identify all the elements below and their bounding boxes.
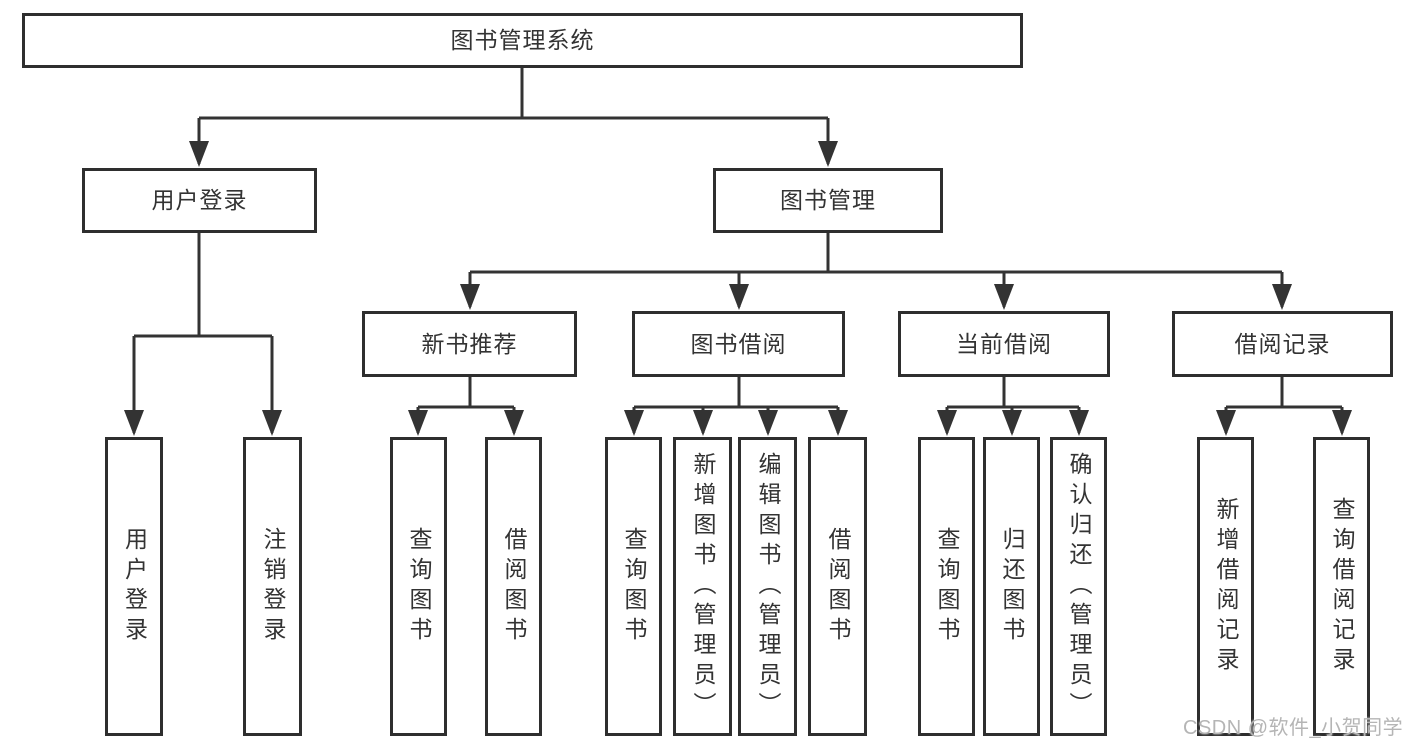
leaf-user-login-label: 用户登录	[121, 526, 148, 647]
arrow-to-br-add-record	[1216, 410, 1236, 436]
arrow-to-current-borrow	[994, 284, 1014, 310]
leaf-bb-query-books: 查询图书	[605, 437, 662, 736]
connector-borrow-records-to-leaves	[1224, 377, 1344, 433]
arrow-to-br-query-record	[1332, 410, 1352, 436]
arrow-to-borrow-records	[1272, 284, 1292, 310]
leaf-bb-add-books-admin: 新增图书（管理员）	[673, 437, 732, 736]
arrow-to-leaf-user-login	[124, 410, 144, 436]
leaf-bb-borrow-books-label: 借阅图书	[825, 526, 851, 647]
node-borrow-records: 借阅记录	[1172, 311, 1393, 377]
node-new-book-recommend: 新书推荐	[362, 311, 577, 377]
leaf-bb-edit-books-admin-label: 编辑图书（管理员）	[755, 451, 781, 722]
leaf-logout: 注销登录	[243, 437, 302, 736]
leaf-br-query-record: 查询借阅记录	[1313, 437, 1370, 736]
leaf-cb-return-books-label: 归还图书	[999, 526, 1025, 647]
leaf-cb-return-books: 归还图书	[983, 437, 1040, 736]
connector-user-login-to-leaves	[132, 233, 274, 433]
watermark: CSDN @软件_小贺同学	[1183, 717, 1404, 739]
leaf-user-login: 用户登录	[105, 437, 163, 736]
leaf-nb-borrow-books-label: 借阅图书	[501, 526, 527, 647]
leaf-logout-label: 注销登录	[260, 526, 286, 647]
connector-root-to-level2	[197, 68, 830, 164]
leaf-nb-borrow-books: 借阅图书	[485, 437, 542, 736]
arrow-to-nb-borrow-books	[504, 410, 524, 436]
arrow-to-bb-query-books	[624, 410, 644, 436]
connector-new-book-to-leaves	[416, 377, 516, 433]
leaf-bb-query-books-label: 查询图书	[621, 526, 647, 647]
node-user-login: 用户登录	[82, 168, 317, 233]
leaf-cb-query-books-label: 查询图书	[934, 526, 960, 647]
arrow-to-new-book	[460, 284, 480, 310]
leaf-bb-borrow-books: 借阅图书	[808, 437, 867, 736]
arrow-to-leaf-logout	[262, 410, 282, 436]
leaf-br-add-record-label: 新增借阅记录	[1213, 496, 1239, 677]
connector-lines	[132, 68, 1344, 433]
leaf-cb-confirm-return-admin: 确认归还（管理员）	[1050, 437, 1107, 736]
arrow-to-cb-query-books	[937, 410, 957, 436]
leaf-br-add-record: 新增借阅记录	[1197, 437, 1254, 736]
node-book-borrow: 图书借阅	[632, 311, 845, 377]
leaf-nb-query-books-label: 查询图书	[406, 526, 432, 647]
arrow-to-book-borrow	[729, 284, 749, 310]
node-root: 图书管理系统	[22, 13, 1023, 68]
arrow-to-bb-borrow-books	[828, 410, 848, 436]
arrow-to-nb-query-books	[408, 410, 428, 436]
arrow-to-bb-edit-books	[758, 410, 778, 436]
arrow-to-bb-add-books	[693, 410, 713, 436]
arrow-to-cb-confirm-return	[1069, 410, 1089, 436]
node-book-management: 图书管理	[713, 168, 943, 233]
node-current-borrow: 当前借阅	[898, 311, 1110, 377]
arrowheads	[124, 141, 1352, 436]
leaf-bb-edit-books-admin: 编辑图书（管理员）	[738, 437, 797, 736]
arrow-to-book-mgmt	[818, 141, 838, 167]
leaf-br-query-record-label: 查询借阅记录	[1329, 496, 1355, 677]
connector-book-borrow-to-leaves	[632, 377, 840, 433]
arrow-to-user-login	[189, 141, 209, 167]
leaf-bb-add-books-admin-label: 新增图书（管理员）	[690, 451, 716, 722]
arrow-to-cb-return-books	[1002, 410, 1022, 436]
leaf-cb-query-books: 查询图书	[918, 437, 975, 736]
connector-book-mgmt-to-level3	[468, 233, 1284, 307]
leaf-cb-confirm-return-admin-label: 确认归还（管理员）	[1066, 451, 1092, 722]
leaf-nb-query-books: 查询图书	[390, 437, 447, 736]
